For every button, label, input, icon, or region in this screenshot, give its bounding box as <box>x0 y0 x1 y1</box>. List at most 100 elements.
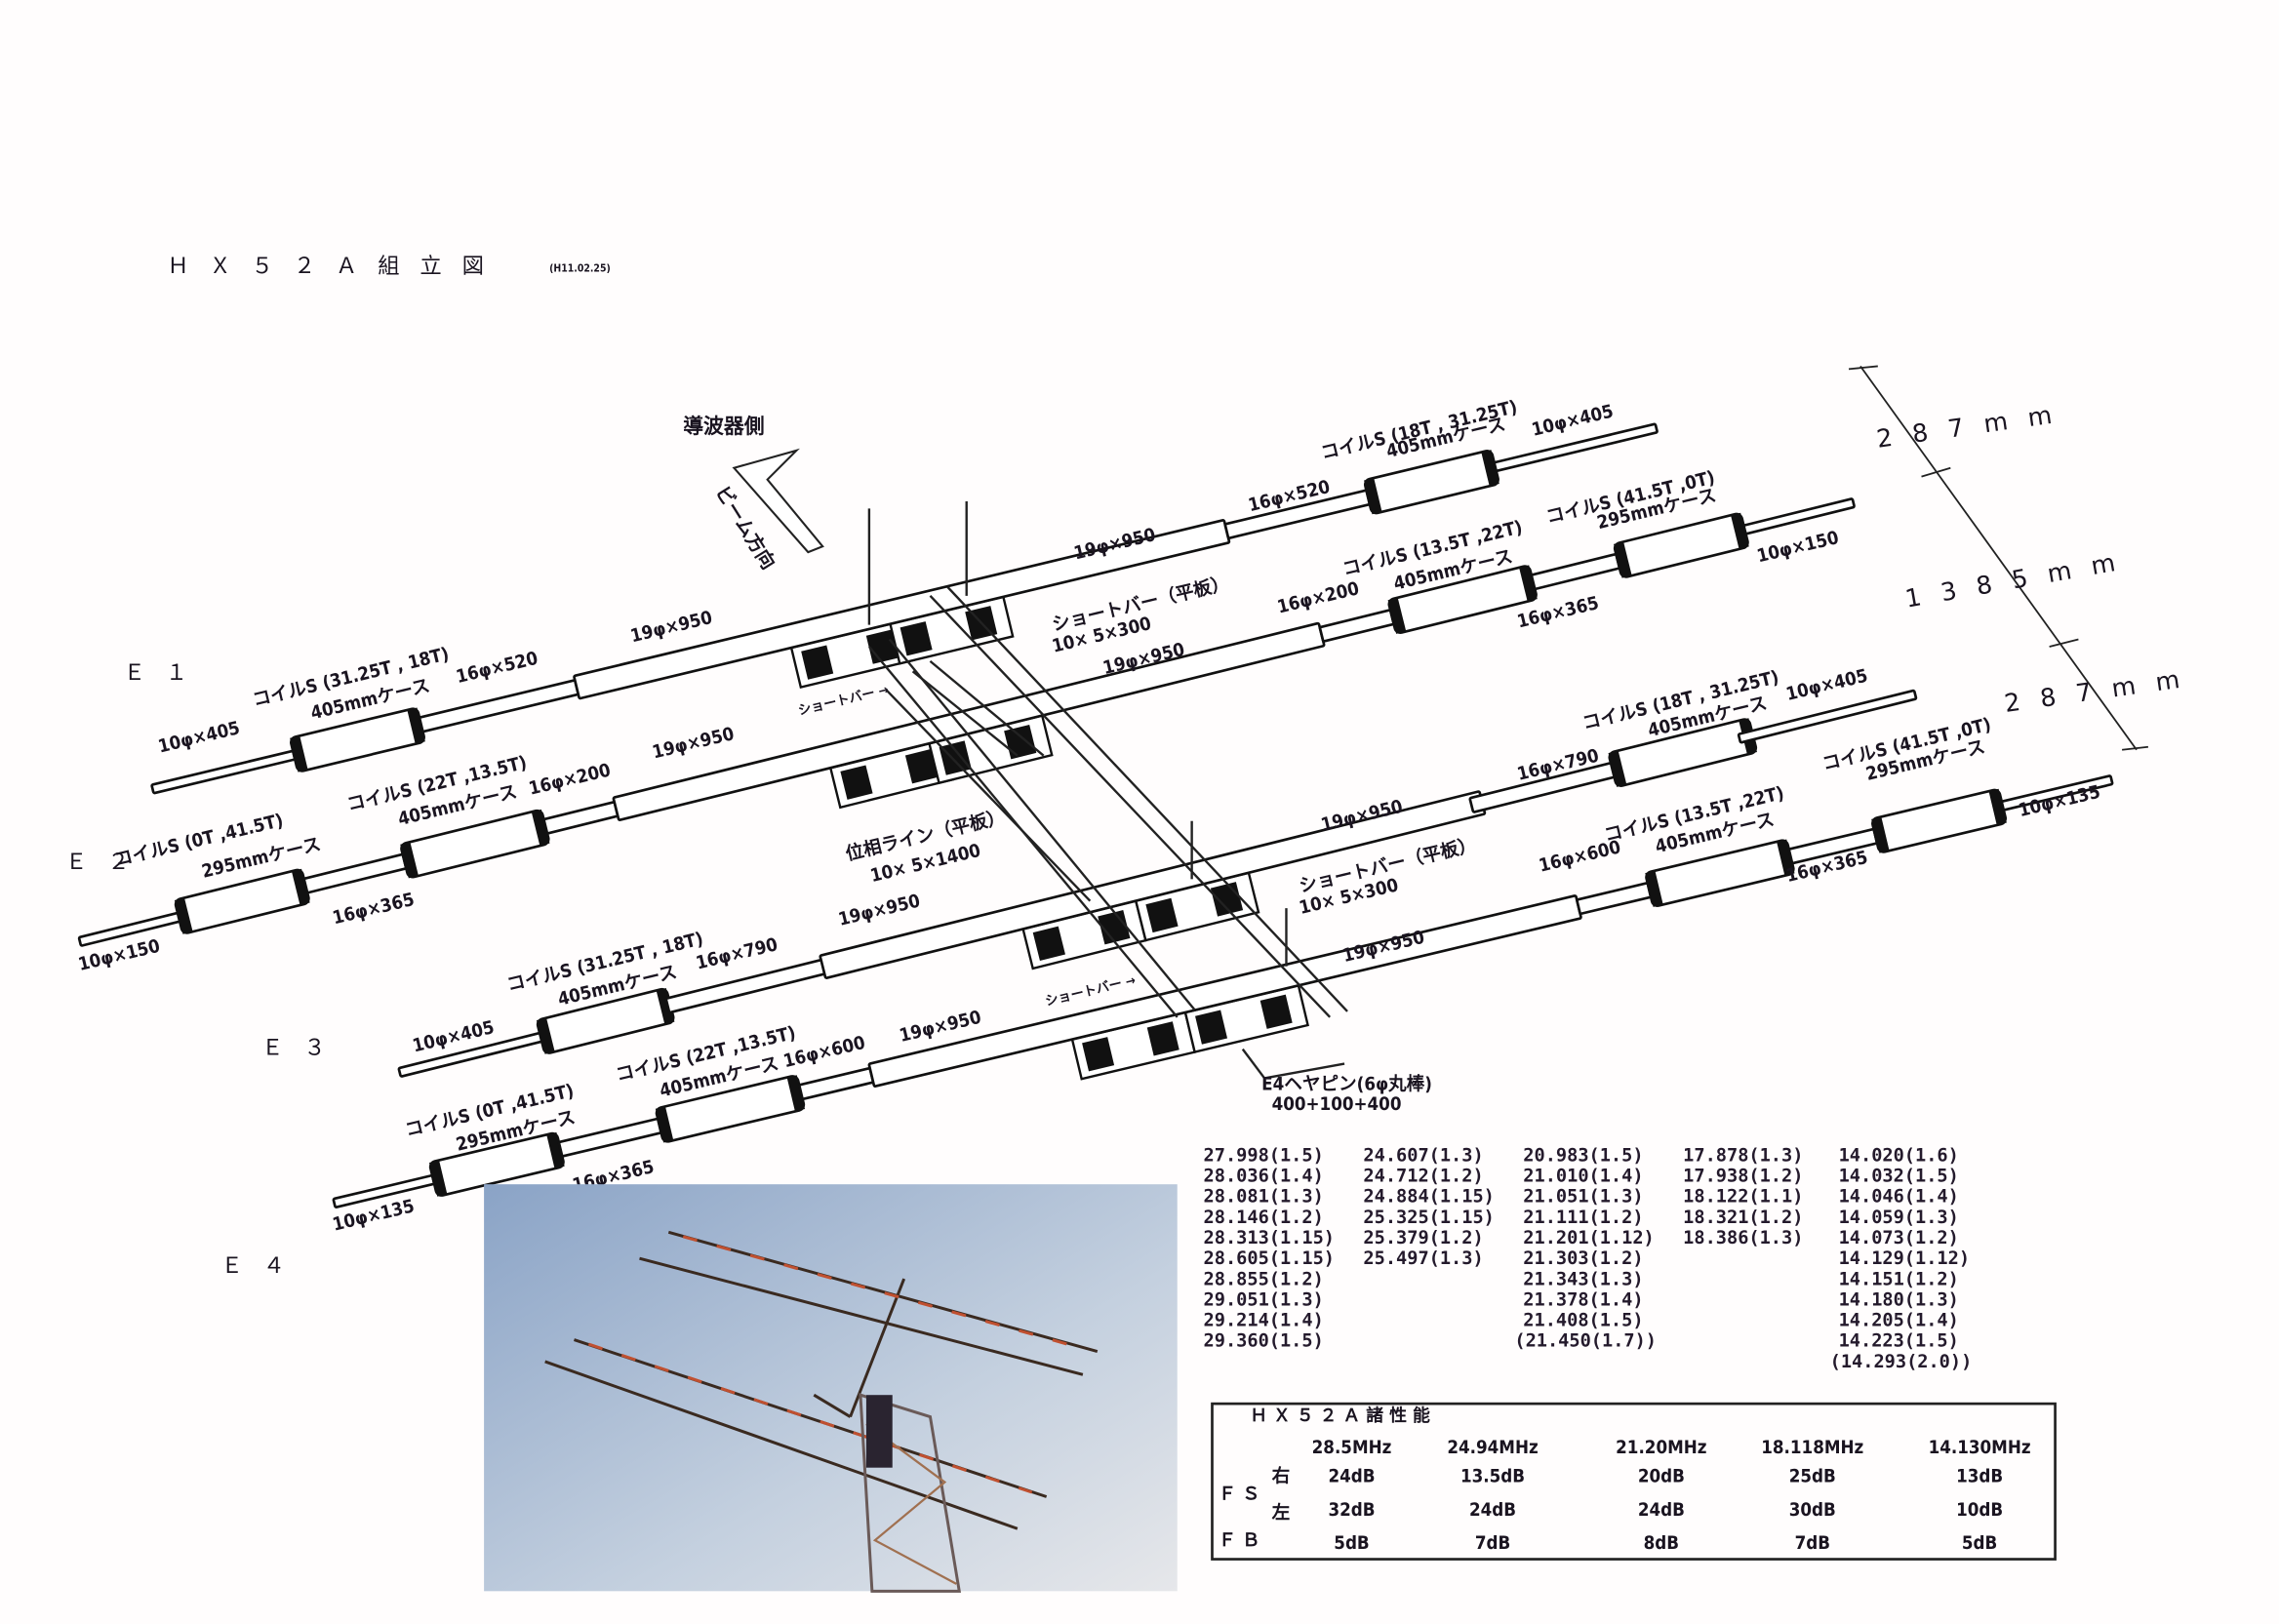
frequency-header: 21.20MHz <box>1616 1438 1706 1458</box>
swr-entry: 21.343(1.3) <box>1523 1269 1643 1289</box>
fs-left-value: 10dB <box>1956 1500 2003 1521</box>
swr-entry: 14.046(1.4) <box>1839 1187 1959 1208</box>
beam-direction-arrow-icon <box>732 448 824 554</box>
loading-coil <box>400 809 550 879</box>
swr-table: 27.998(1.5)28.036(1.4)28.081(1.3)28.146(… <box>1204 1145 1973 1372</box>
swr-entry: 25.497(1.3) <box>1363 1248 1483 1269</box>
fb-value: 7dB <box>1475 1533 1510 1554</box>
diagram-label: 16φ×200 <box>527 760 613 799</box>
element-tube <box>77 911 181 947</box>
diagram-label: 19φ×950 <box>628 608 714 647</box>
loading-coil <box>1871 788 2008 853</box>
fs-right-value: 24dB <box>1328 1467 1375 1487</box>
hairpin-label: E4ヘヤピン(6φ丸棒) <box>1261 1073 1432 1094</box>
dimension-287-top: 287mm <box>1874 397 2073 454</box>
swr-entry: 14.073(1.2) <box>1839 1228 1959 1248</box>
element-label-e2: Ｅ２ <box>65 850 149 875</box>
swr-entry: 25.325(1.15) <box>1363 1208 1494 1228</box>
element-tube <box>2000 774 2114 812</box>
element-tube <box>1493 422 1659 472</box>
swr-entry: (21.450(1.7)) <box>1514 1331 1657 1352</box>
swr-entry: 24.884(1.15) <box>1363 1187 1494 1208</box>
loading-coil <box>428 1131 565 1197</box>
swr-entry: 18.321(1.2) <box>1683 1208 1803 1228</box>
swr-entry: 25.379(1.2) <box>1363 1228 1483 1248</box>
loading-coil <box>290 707 425 772</box>
loading-coil <box>536 987 675 1054</box>
fb-label: ＦＢ <box>1218 1530 1265 1551</box>
element-tube <box>1576 882 1653 916</box>
element-label-e3: Ｅ３ <box>261 1036 345 1061</box>
fs-label: ＦＳ <box>1218 1484 1265 1504</box>
fs-left-value: 24dB <box>1469 1500 1516 1521</box>
right-label: 右 <box>1272 1466 1291 1487</box>
dimension-line <box>1848 365 2149 751</box>
swr-entry: 14.020(1.6) <box>1839 1145 1959 1166</box>
fb-value: 5dB <box>1962 1533 1997 1554</box>
swr-entry: 24.607(1.3) <box>1363 1145 1483 1166</box>
diagram-label: 10φ×405 <box>156 718 242 757</box>
swr-entry: 14.129(1.12) <box>1839 1248 1970 1269</box>
swr-entry: 21.051(1.3) <box>1523 1187 1643 1208</box>
fs-right-value: 13.5dB <box>1460 1467 1525 1487</box>
swr-entry: 18.122(1.1) <box>1683 1187 1803 1208</box>
page-title: ＨＸ５２Ａ組立図 <box>167 254 503 279</box>
fs-right-value: 25dB <box>1789 1467 1836 1487</box>
element-e4 <box>332 774 2114 1208</box>
swr-entry: 28.605(1.15) <box>1204 1248 1335 1269</box>
swr-entry: 20.983(1.5) <box>1523 1145 1643 1166</box>
element-tube <box>1742 497 1856 535</box>
swr-entry: 28.036(1.4) <box>1204 1167 1324 1187</box>
swr-entry: 21.111(1.2) <box>1523 1208 1643 1228</box>
element-label-e4: Ｅ４ <box>220 1253 304 1279</box>
element-bracket <box>1021 899 1147 970</box>
element-tube <box>798 1067 875 1100</box>
director-side-label: 導波器側 <box>683 415 764 438</box>
diagram-label: 10φ×405 <box>1784 666 1870 705</box>
element-label-e1: Ｅ１ <box>124 660 208 686</box>
frequency-header: 18.118MHz <box>1761 1438 1863 1458</box>
loading-coil <box>1363 450 1499 515</box>
diagram-label: 19φ×950 <box>651 724 737 763</box>
fs-left-value: 24dB <box>1638 1500 1685 1521</box>
element-tube <box>302 852 408 894</box>
diagram-label: 16φ×790 <box>694 934 780 973</box>
element-e2 <box>77 497 1856 947</box>
boom-and-phase-lines <box>867 500 1348 1080</box>
performance-title: ＨＸ５２Ａ諸性能 <box>1250 1405 1436 1426</box>
fs-left-value: 30dB <box>1789 1500 1836 1521</box>
swr-entry: 17.878(1.3) <box>1683 1145 1803 1166</box>
swr-entry: 28.146(1.2) <box>1204 1208 1324 1228</box>
diagram-label: 19φ×950 <box>836 891 922 931</box>
swr-entry: 29.214(1.4) <box>1204 1311 1324 1331</box>
loading-coil <box>174 868 310 934</box>
diagram-label: 16φ×520 <box>455 649 540 688</box>
swr-entry: 24.712(1.2) <box>1363 1167 1483 1187</box>
swr-entry: 29.051(1.3) <box>1204 1289 1324 1310</box>
swr-entry: 14.032(1.5) <box>1839 1167 1959 1187</box>
element-tube <box>150 749 297 795</box>
frequency-header: 14.130MHz <box>1929 1438 2031 1458</box>
swr-entry: 21.303(1.2) <box>1523 1248 1643 1269</box>
left-label: 左 <box>1271 1502 1291 1524</box>
element-tube <box>418 679 580 733</box>
element-bracket <box>828 738 955 810</box>
element-tube <box>1737 689 1918 744</box>
frequency-header: 28.5MHz <box>1312 1438 1392 1458</box>
element-bracket <box>1183 983 1309 1054</box>
diagram-label: 16φ×365 <box>331 890 417 929</box>
swr-entry: 28.855(1.2) <box>1204 1269 1324 1289</box>
dimension-1385: 1385mm <box>1902 544 2137 614</box>
swr-entry: 21.010(1.4) <box>1523 1167 1643 1187</box>
diagram-label: 10φ×405 <box>1530 401 1616 440</box>
swr-entry: 21.408(1.5) <box>1523 1311 1643 1331</box>
fb-value: 7dB <box>1795 1533 1830 1554</box>
fs-right-value: 13dB <box>1956 1467 2003 1487</box>
swr-entry: 14.205(1.4) <box>1839 1311 1959 1331</box>
element-e3 <box>397 689 1918 1078</box>
antenna-photo <box>484 1184 1178 1593</box>
loading-coil <box>1613 512 1749 578</box>
swr-entry: 14.180(1.3) <box>1839 1289 1959 1310</box>
